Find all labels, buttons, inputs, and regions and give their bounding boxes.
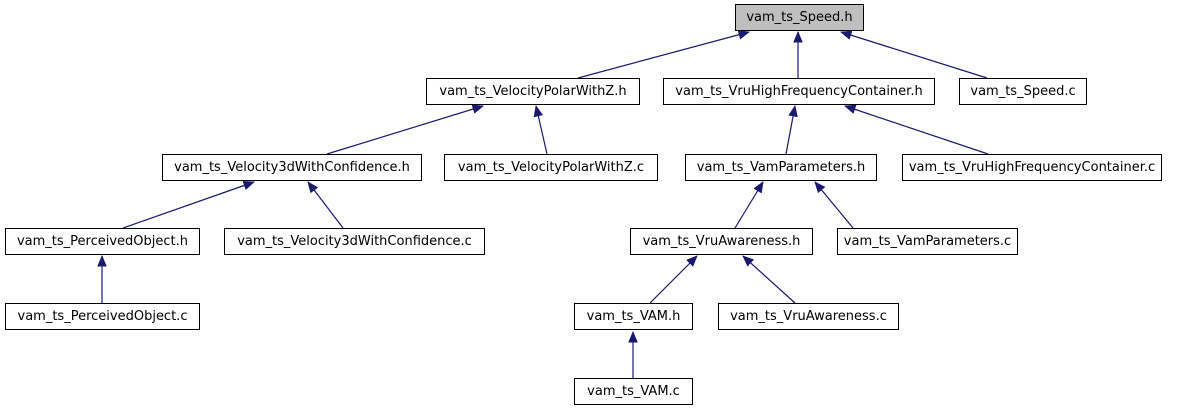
node-vam-ts-vamparameters-c[interactable]: vam_ts_VamParameters.c [837,228,1018,255]
node-vam-ts-vamparameters-h[interactable]: vam_ts_VamParameters.h [685,154,877,181]
node-vam-ts-speed-h: vam_ts_Speed.h [735,4,864,31]
edge-vpwz-c-to-vpwz-h [533,105,548,155]
edge-v3dc-h-to-vpwz-h [326,104,484,155]
node-vam-ts-vam-c[interactable]: vam_ts_VAM.c [574,378,693,405]
node-vam-ts-vruawareness-c[interactable]: vam_ts_VruAwareness.c [718,303,899,330]
edge-vamp-h-to-vhfc-h [785,105,798,155]
node-vam-ts-vam-h[interactable]: vam_ts_VAM.h [574,303,693,330]
edge-vhfc-c-to-vhfc-h [844,104,989,155]
edge-vpwz-h-to-speed-h [577,30,750,79]
edge-v3dc-c-to-v3dc-h [307,181,344,229]
node-vam-ts-vruawareness-h[interactable]: vam_ts_VruAwareness.h [630,228,813,255]
node-vam-ts-velocitypolarwithz-h[interactable]: vam_ts_VelocityPolarWithZ.h [426,78,640,105]
node-vam-ts-velocity3dwithconfidence-h[interactable]: vam_ts_Velocity3dWithConfidence.h [162,154,422,181]
node-vam-ts-vruhighfrequencycontainer-c[interactable]: vam_ts_VruHighFrequencyContainer.c [902,154,1162,181]
edge-vrua-h-to-vamp-h [734,181,764,229]
edge-vrua-c-to-vrua-h [742,255,796,304]
node-vam-ts-velocity3dwithconfidence-c[interactable]: vam_ts_Velocity3dWithConfidence.c [224,228,485,255]
node-vam-ts-speed-c[interactable]: vam_ts_Speed.c [959,78,1087,105]
edge-po-h-to-v3dc-h [122,180,255,229]
edge-vam-h-to-vrua-h [649,255,698,304]
node-vam-ts-perceivedobject-c[interactable]: vam_ts_PerceivedObject.c [5,303,200,330]
node-vam-ts-perceivedobject-h[interactable]: vam_ts_PerceivedObject.h [5,228,200,255]
node-vam-ts-velocitypolarwithz-c[interactable]: vam_ts_VelocityPolarWithZ.c [444,154,658,181]
edge-speed-c-to-speed-h [840,30,988,79]
edge-vamp-c-to-vamp-h [814,181,854,229]
node-vam-ts-vruhighfrequencycontainer-h[interactable]: vam_ts_VruHighFrequencyContainer.h [663,78,935,105]
